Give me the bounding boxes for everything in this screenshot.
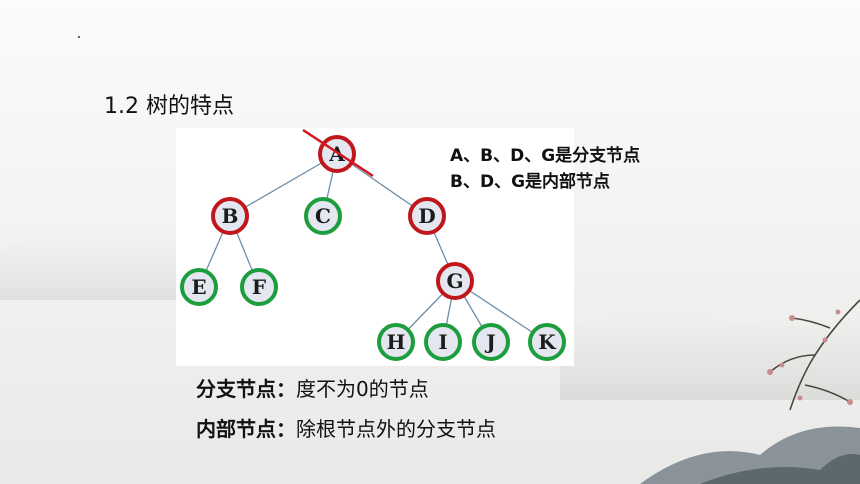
node-label: B [222,204,239,228]
tree-node-C: C [304,197,342,235]
node-label: A [328,142,345,166]
internal-nodes-note: B、D、G是内部节点 [450,172,611,192]
definition-text: 除根节点外的分支节点 [296,417,496,441]
tree-node-B: B [211,197,249,235]
tree-diagram: A B C D E F G H I J K [176,128,574,366]
definition-text: 度不为0的节点 [296,377,429,401]
branch-nodes-note: A、B、D、G是分支节点 [450,146,641,166]
leaf-node-circle [304,197,342,235]
definition-term: 分支节点： [196,377,296,401]
node-label: K [538,330,556,354]
node-label: I [438,330,447,354]
tree-node-J: J [472,323,510,361]
definition-term: 内部节点： [196,417,296,441]
branch-node-circle [436,262,474,300]
branch-node-circle [211,197,249,235]
leaf-node-circle [180,268,218,306]
decorative-dot [78,36,80,38]
definition-internal-node: 内部节点：除根节点外的分支节点 [196,413,496,442]
branch-node-circle [408,197,446,235]
tree-node-I: I [424,323,462,361]
tree-node-K: K [528,323,566,361]
node-label: C [315,204,331,228]
tree-node-H: H [377,323,415,361]
node-label: E [191,275,206,299]
node-label: F [252,275,266,299]
node-label: J [484,330,495,354]
tree-node-F: F [240,268,278,306]
node-label: G [446,269,463,293]
leaf-node-circle [528,323,566,361]
node-label: H [387,330,406,354]
node-label: D [418,204,435,228]
slide-title: 1.2 树的特点 [104,94,234,119]
root-cross-mark [302,128,374,178]
leaf-node-circle [377,323,415,361]
leaf-node-circle [472,323,510,361]
tree-node-E: E [180,268,218,306]
definition-branch-node: 分支节点：度不为0的节点 [196,373,429,402]
tree-node-G: G [436,262,474,300]
tree-edge-A-B [229,153,338,217]
leaf-node-circle [424,323,462,361]
tree-svg: A B C D E F G H I J K [180,128,566,361]
tree-node-D: D [408,197,446,235]
leaf-node-circle [240,268,278,306]
tree-node-A: A [318,135,356,173]
